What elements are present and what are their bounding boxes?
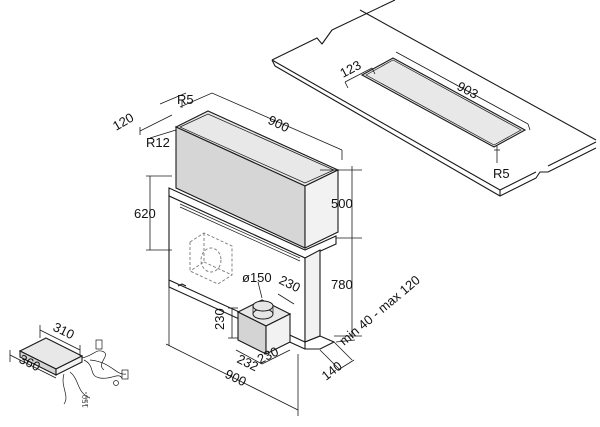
cutout-radius-label: R5 [493, 166, 510, 181]
control-width-label: 310 [51, 319, 77, 342]
hood-upper-height-label: 500 [331, 196, 353, 211]
hood-lower-height-label: 780 [331, 277, 353, 292]
hood-total-width-label: 900 [223, 366, 249, 389]
hood-radius-label: R5 [177, 92, 194, 107]
front-height-label: 620 [134, 206, 156, 221]
cable-length-label: 150 [81, 394, 90, 408]
side-depth-label: 140 [319, 358, 345, 383]
motor-diameter-label: ø150 [242, 270, 272, 285]
hood-width-top-label: 900 [266, 112, 292, 135]
motor-height-label: 230 [212, 308, 227, 330]
cutout-width-label: 123 [337, 57, 363, 80]
hood-depth-label: 120 [110, 110, 136, 134]
external-motor [236, 299, 292, 355]
hood-dimension-lines [139, 92, 362, 416]
worktop-cutout-view [271, 0, 597, 197]
control-box [9, 325, 129, 406]
glass-radius-label: R12 [146, 135, 170, 150]
